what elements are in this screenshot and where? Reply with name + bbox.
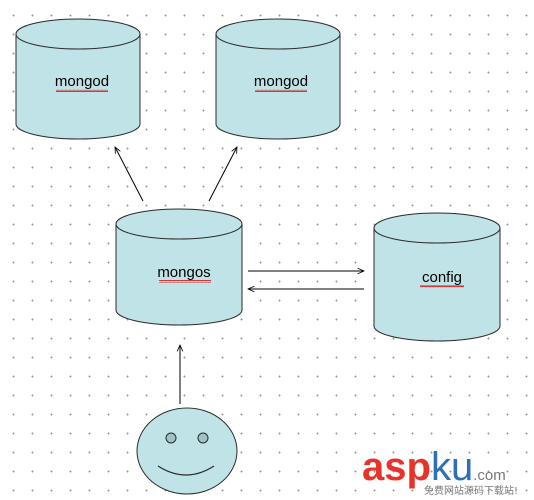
spellcheck-underline: [56, 89, 108, 92]
edge-mongos-to-mongod-right: [208, 147, 237, 202]
watermark-brand-blue: ku: [431, 445, 473, 489]
spellcheck-underline: [420, 285, 464, 288]
edge-mongos-to-mongod-left: [115, 147, 144, 202]
spellcheck-underline: [159, 280, 211, 283]
node-mongod-right: mongod: [215, 18, 341, 140]
node-label-mongos: mongos: [157, 264, 210, 281]
node-label-config: config: [422, 269, 462, 286]
svg-text:aspku.com: aspku.com: [362, 445, 506, 489]
watermark-brand-red: asp: [362, 445, 431, 489]
cylinder-icon: [15, 18, 141, 140]
node-mongod-left: mongod: [15, 18, 141, 140]
cylinder-icon: [373, 212, 501, 342]
node-label-mongod-right: mongod: [254, 73, 308, 90]
watermark-logo: aspku.com 免费网站源码下载站!: [362, 445, 518, 497]
spellcheck-underline: [255, 89, 307, 92]
cylinder-icon: [115, 208, 243, 326]
node-config: config: [373, 212, 501, 342]
smiley-face-icon: [136, 407, 238, 495]
cylinder-icon: [215, 18, 341, 140]
watermark-domain: .com: [473, 467, 506, 484]
edges: [115, 147, 364, 404]
node-mongos: mongos: [115, 208, 243, 326]
node-user: [136, 407, 238, 495]
watermark-tagline: 免费网站源码下载站!: [424, 484, 518, 497]
node-label-mongod-left: mongod: [55, 73, 109, 90]
